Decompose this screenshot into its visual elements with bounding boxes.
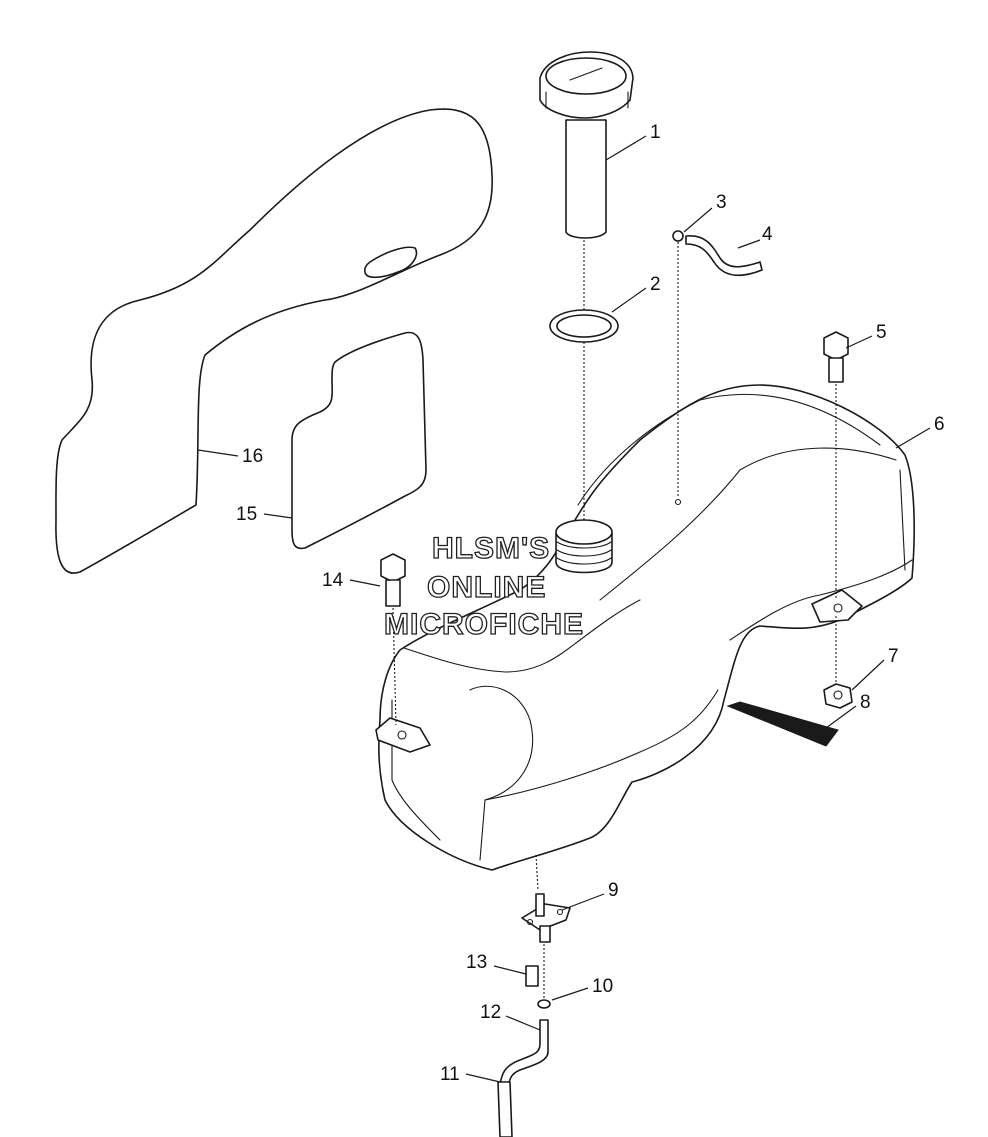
callout-13: 13: [466, 952, 487, 973]
heat-shield-15: [291, 331, 427, 550]
watermark: HLSM'S ONLINE MICROFICHE: [383, 531, 584, 641]
leader-lines: [197, 135, 931, 1083]
fuel-cap-1: [539, 51, 634, 239]
gasket-2: [549, 309, 619, 343]
bolt-13: [525, 965, 539, 987]
vent-hose-4: [685, 235, 763, 277]
watermark-line-3: MICROFICHE: [384, 608, 584, 641]
nut-7: [823, 683, 853, 709]
foam-strip-8: [726, 701, 839, 747]
callout-4: 4: [762, 224, 773, 245]
callout-15: 15: [236, 504, 257, 525]
callout-7: 7: [888, 646, 899, 667]
callout-labels: 1 2 3 4 5 6 7 8 9 10 11 12 13 14 15 16: [236, 122, 945, 1085]
callout-10: 10: [592, 976, 613, 997]
callout-14: 14: [322, 570, 344, 591]
callout-3: 3: [716, 192, 727, 213]
callout-2: 2: [650, 274, 661, 295]
watermark-line-2: ONLINE: [427, 571, 546, 604]
callout-1: 1: [650, 122, 661, 143]
heat-shield-16: [55, 108, 493, 574]
callout-12: 12: [480, 1002, 501, 1023]
callout-16: 16: [242, 446, 263, 467]
callout-6: 6: [934, 414, 945, 435]
fuel-line-11: [497, 1081, 513, 1137]
fuel-line-12: [499, 1019, 549, 1087]
callout-11: 11: [440, 1064, 460, 1085]
callout-5: 5: [876, 322, 887, 343]
callout-8: 8: [860, 692, 871, 713]
bolt-14: [380, 553, 406, 607]
bolt-5: [823, 331, 849, 383]
clamp-3: [672, 230, 684, 242]
fuel-valve-9: [521, 893, 571, 943]
assembly-lines: [392, 240, 837, 1000]
fuel-tank-6: [375, 384, 915, 871]
washer-10: [537, 999, 551, 1009]
watermark-line-1: HLSM'S: [432, 532, 550, 565]
callout-9: 9: [608, 880, 619, 901]
